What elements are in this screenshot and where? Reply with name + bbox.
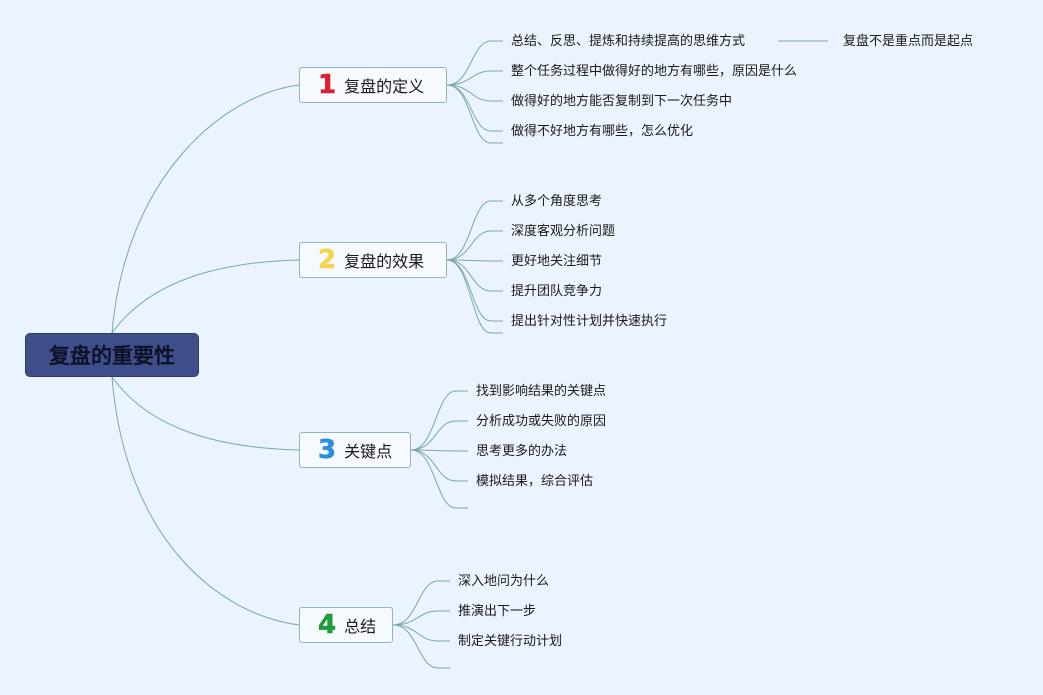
connector-branch-1-leaf-1	[446, 40, 492, 86]
connector-branch-2-leaf-4	[446, 259, 492, 292]
connector-branch-4-leaf-1	[392, 580, 439, 626]
connector-branch-4-leaf-2	[392, 610, 439, 626]
connector-branch-2-leaf-1	[446, 200, 492, 261]
connector-branch-2-leaf-3	[446, 259, 492, 262]
branch-1-number: 1	[318, 70, 337, 100]
connector-root-branch-3	[111, 376, 300, 451]
connector-branch-2-leaf-6	[446, 259, 492, 334]
connector-root-branch-2	[111, 259, 300, 334]
root-node[interactable]: 复盘的重要性	[25, 333, 199, 377]
branch-1-leaf-4[interactable]: 做得不好地方有哪些，怎么优化	[511, 124, 694, 139]
branch-2-leaf-3[interactable]: 更好地关注细节	[511, 254, 603, 269]
connector-root-branch-4	[111, 376, 300, 626]
branch-4-label: 总结	[344, 617, 377, 636]
connector-root-branch-1	[111, 84, 300, 334]
branch-3-leaf-3[interactable]: 思考更多的办法	[476, 444, 568, 459]
branch-2-label: 复盘的效果	[344, 252, 425, 271]
connector-branch-3-leaf-3	[410, 449, 457, 452]
branch-4-leaf-2[interactable]: 推演出下一步	[458, 604, 537, 619]
branch-1-node[interactable]: 1 复盘的定义	[299, 67, 447, 103]
connector-branch-3-leaf-5	[410, 449, 457, 509]
branch-4-leaf-1[interactable]: 深入地问为什么	[458, 574, 550, 589]
connector-branch-4-leaf-3	[392, 624, 439, 642]
connector-branch-3-leaf-2	[410, 420, 457, 451]
branch-3-number: 3	[318, 435, 337, 465]
branch-1-leaf-3[interactable]: 做得好的地方能否复制到下一次任务中	[511, 94, 733, 109]
branch-3-leaf-2[interactable]: 分析成功或失败的原因	[476, 414, 607, 429]
connector-branch-3-leaf-1	[410, 390, 457, 451]
connector-branch-1-leaf-3	[446, 84, 492, 102]
branch-3-node[interactable]: 3 关键点	[299, 432, 411, 468]
branch-2-node[interactable]: 2 复盘的效果	[299, 242, 447, 278]
branch-3-leaf-4[interactable]: 模拟结果，综合评估	[476, 474, 594, 489]
branch-3-label: 关键点	[344, 442, 393, 461]
branch-2-leaf-4[interactable]: 提升团队竞争力	[511, 284, 603, 299]
connector-branch-2-leaf-2	[446, 230, 492, 261]
branch-2-leaf-1[interactable]: 从多个角度思考	[511, 194, 603, 209]
branch-2-number: 2	[318, 245, 337, 275]
connector-branch-1-leaf-2	[446, 70, 492, 86]
branch-1-leaf-2[interactable]: 整个任务过程中做得好的地方有哪些，原因是什么	[511, 64, 798, 79]
branch-4-number: 4	[318, 610, 337, 640]
root-label: 复盘的重要性	[49, 344, 175, 368]
branch-1-leaf-1[interactable]: 总结、反思、提炼和持续提高的思维方式	[511, 34, 746, 49]
branch-2-leaf-5[interactable]: 提出针对性计划并快速执行	[511, 314, 668, 329]
branch-1-sub-leaf[interactable]: 复盘不是重点而是起点	[843, 34, 974, 49]
branch-4-leaf-3[interactable]: 制定关键行动计划	[458, 634, 563, 649]
branch-3-leaf-1[interactable]: 找到影响结果的关键点	[476, 384, 607, 399]
connector-branch-4-leaf-4	[392, 624, 439, 669]
branch-4-node[interactable]: 4 总结	[299, 607, 393, 643]
branch-1-label: 复盘的定义	[344, 77, 425, 96]
connector-branch-3-leaf-4	[410, 449, 457, 482]
connector-branch-1-leaf-5	[446, 84, 492, 144]
branch-2-leaf-2[interactable]: 深度客观分析问题	[511, 224, 616, 239]
